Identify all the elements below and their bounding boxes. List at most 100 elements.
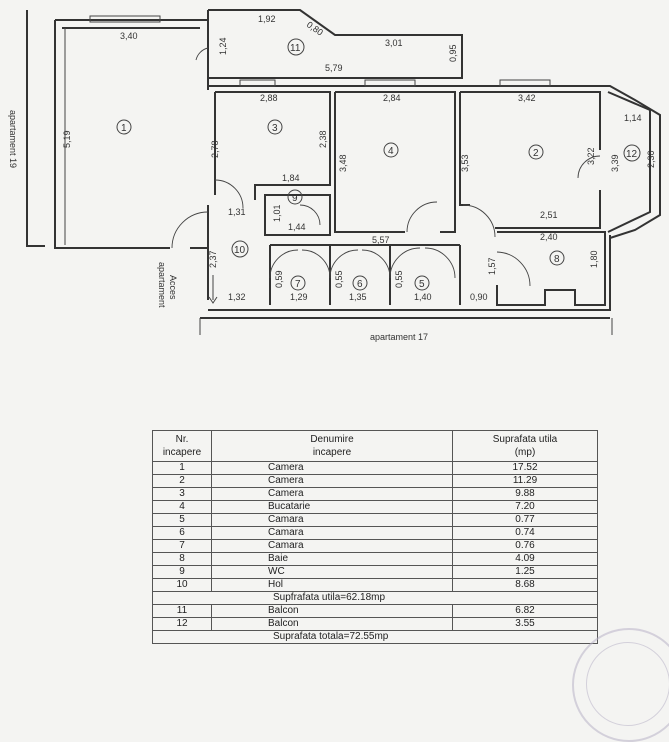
room-num-6: 6 xyxy=(357,279,363,290)
room-circle-9 xyxy=(287,189,303,205)
row-area: 8.68 xyxy=(452,578,598,592)
room-circle-7 xyxy=(290,275,306,291)
total-row: Suprafata totala=72.55mp xyxy=(152,630,598,644)
door-arc-pantry-6 xyxy=(329,249,391,279)
door-arc-wc-9 xyxy=(299,204,321,226)
header-nr-line1: Nr. xyxy=(175,434,189,445)
dim-1-80: 1,80 xyxy=(589,250,599,268)
dim-3-40: 3,40 xyxy=(120,31,138,41)
window-room-4 xyxy=(364,79,416,87)
wc-9-walls xyxy=(264,194,331,236)
room-1-walls xyxy=(54,19,209,249)
row-nr: 7 xyxy=(152,539,212,553)
room-num-1: 1 xyxy=(121,123,127,134)
balcony-11-walls xyxy=(207,9,463,79)
dim-3-42: 3,42 xyxy=(518,93,536,103)
room-circle-8 xyxy=(549,250,565,266)
room-circle-5 xyxy=(414,275,430,291)
dim-5-19: 5,19 xyxy=(62,130,72,148)
row-area: 0.74 xyxy=(452,526,598,540)
dim-2-51: 2,51 xyxy=(540,210,558,220)
dim-3-53: 3,53 xyxy=(460,154,470,172)
row-nr: 4 xyxy=(152,500,212,514)
apartment-19-label: apartament 19 xyxy=(8,110,18,168)
room-circle-6 xyxy=(352,275,368,291)
room-circle-2 xyxy=(528,144,544,160)
dim-2-38: 2,38 xyxy=(318,130,328,148)
room-num-2: 2 xyxy=(533,148,539,159)
row-nr: 6 xyxy=(152,526,212,540)
room-12-walls xyxy=(607,91,651,233)
row-name: Camara xyxy=(211,539,453,553)
row-nr: 1 xyxy=(152,461,212,475)
door-arc-balcony-11 xyxy=(195,47,209,61)
row-name: Camara xyxy=(211,513,453,527)
dim-5-79: 5,79 xyxy=(325,63,343,73)
room-2-walls xyxy=(459,91,601,229)
row-name: Balcon xyxy=(211,617,453,631)
dim-1-29: 1,29 xyxy=(290,292,308,302)
row-area: 3.55 xyxy=(452,617,598,631)
room-num-8: 8 xyxy=(554,254,560,265)
door-arc-room-12 xyxy=(577,155,601,179)
dim-2-37: 2,37 xyxy=(208,250,218,268)
door-arc-bath-8 xyxy=(496,251,531,287)
row-name: WC xyxy=(211,565,453,579)
subtotal-row: Supfrafata utila=62.18mp xyxy=(152,591,598,605)
room-num-10: 10 xyxy=(234,245,246,256)
header-area-line2: (mp) xyxy=(514,447,536,458)
dim-0-95: 0,95 xyxy=(448,44,458,62)
row-name: Camera xyxy=(211,461,453,475)
row-name: Baie xyxy=(211,552,453,566)
dim-1-84: 1,84 xyxy=(282,173,300,183)
door-arc-room-4 xyxy=(406,201,438,233)
row-area: 0.77 xyxy=(452,513,598,527)
row-area: 11.29 xyxy=(452,474,598,488)
row-nr: 9 xyxy=(152,565,212,579)
room-num-5: 5 xyxy=(419,279,425,290)
row-area: 7.20 xyxy=(452,500,598,514)
rooms-top-wall xyxy=(208,85,661,239)
dim-2-84: 2,84 xyxy=(383,93,401,103)
dim-1-57: 1,57 xyxy=(487,257,497,275)
row-nr: 3 xyxy=(152,487,212,501)
dim-2-30: 2,30 xyxy=(646,150,656,168)
dim-3-48: 3,48 xyxy=(338,154,348,172)
dim-0-59: 0,59 xyxy=(274,270,284,288)
dim-1-24: 1,24 xyxy=(218,37,228,55)
dim-1-44: 1,44 xyxy=(288,222,306,232)
row-area: 1.25 xyxy=(452,565,598,579)
pantries-walls xyxy=(207,235,611,311)
dim-2-78: 2,78 xyxy=(210,140,220,158)
row-nr: 10 xyxy=(152,578,212,592)
apartment-17-label: apartament 17 xyxy=(370,332,428,342)
row-nr: 11 xyxy=(152,604,212,618)
row-area: 4.09 xyxy=(452,552,598,566)
row-name: Bucatarie xyxy=(211,500,453,514)
row-nr: 12 xyxy=(152,617,212,631)
room-circle-12 xyxy=(623,144,641,162)
row-nr: 8 xyxy=(152,552,212,566)
dim-2-40: 2,40 xyxy=(540,232,558,242)
header-name-line2: incapere xyxy=(312,447,352,458)
row-name: Hol xyxy=(211,578,453,592)
dim-1-92: 1,92 xyxy=(258,14,276,24)
dim-0-55-b: 0,55 xyxy=(394,270,404,288)
window-room-1 xyxy=(89,15,161,23)
window-room-3 xyxy=(239,79,276,87)
room-circle-4 xyxy=(383,142,399,158)
room-3-walls xyxy=(214,91,331,200)
header-name-line1: Denumire xyxy=(310,434,354,445)
row-nr: 5 xyxy=(152,513,212,527)
dim-1-31: 1,31 xyxy=(228,207,246,217)
